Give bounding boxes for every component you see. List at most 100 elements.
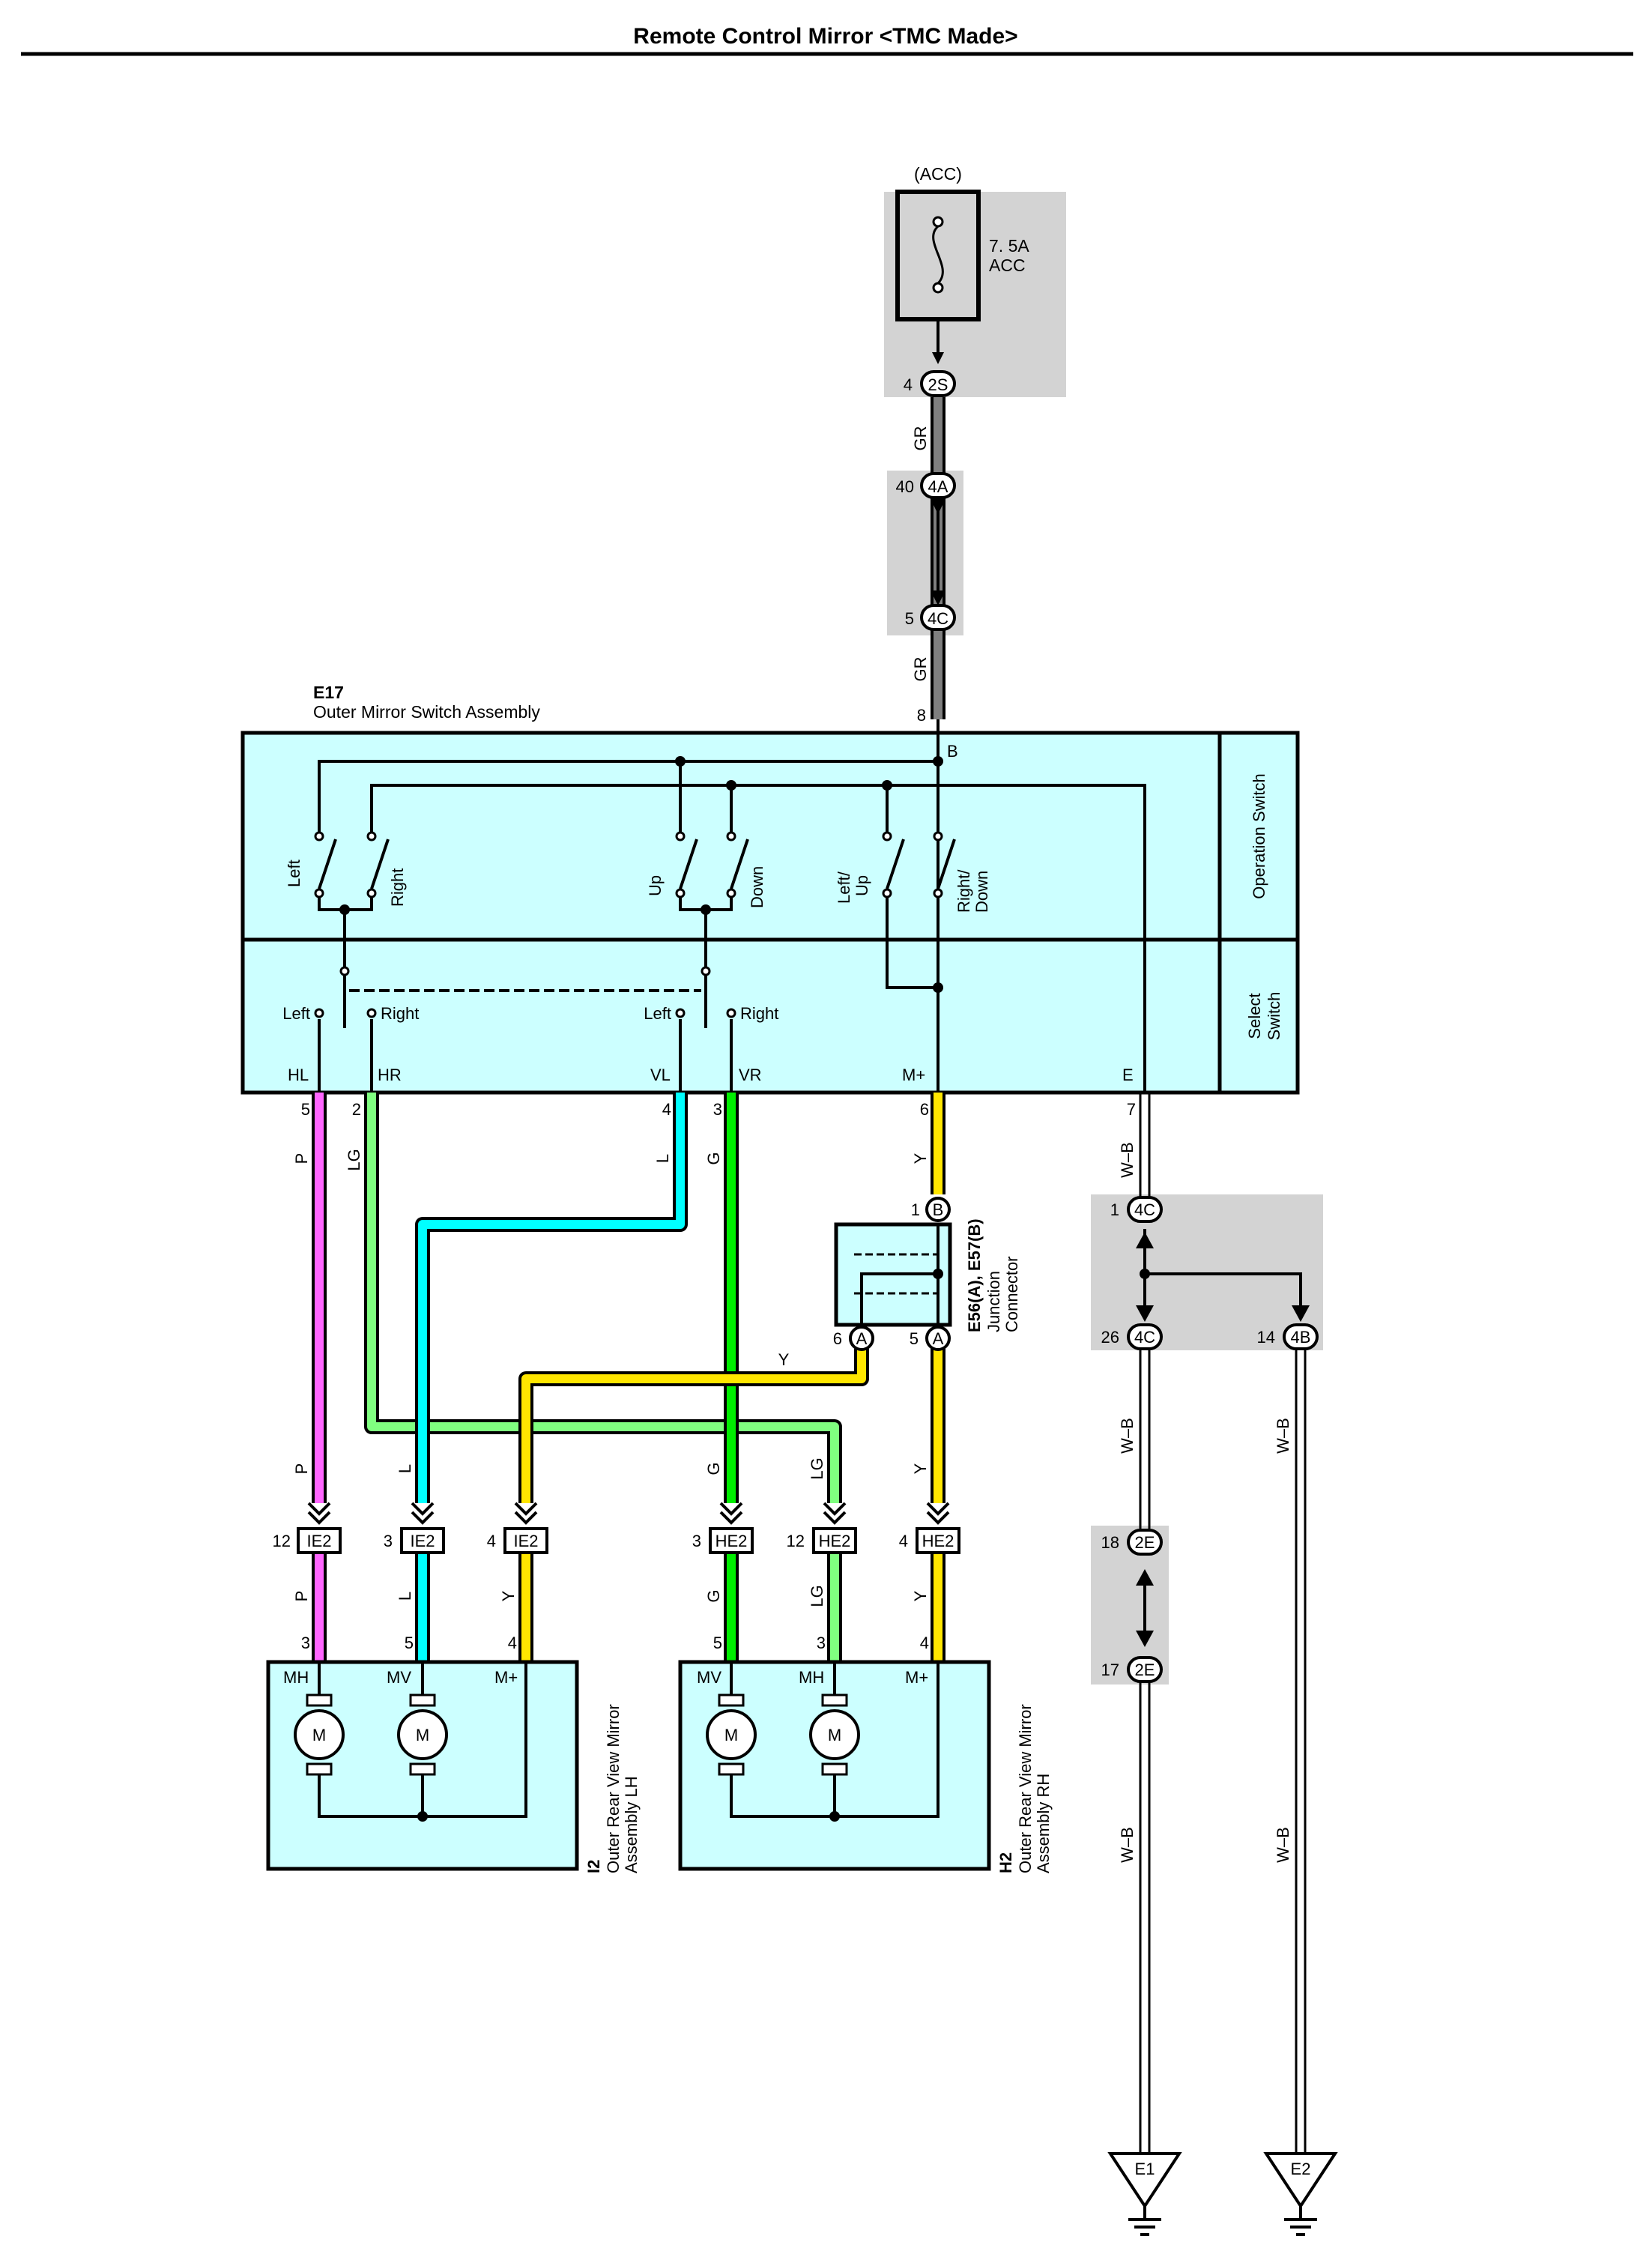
mirror-rh-code: H2	[996, 1852, 1015, 1873]
svg-text:M: M	[416, 1726, 429, 1744]
pin-m-plus: 6	[920, 1100, 929, 1119]
junction-connector-code: E56(A), E57(B)	[965, 1218, 984, 1332]
wire-y	[518, 1093, 945, 1662]
svg-text:MH: MH	[799, 1668, 824, 1687]
mirror-lh-name-2: Assembly LH	[622, 1776, 641, 1873]
svg-text:4: 4	[487, 1532, 496, 1550]
svg-text:E1: E1	[1135, 2160, 1155, 2178]
svg-text:5: 5	[905, 609, 914, 628]
terminal-hr: HR	[378, 1066, 402, 1084]
svg-text:M+: M+	[905, 1668, 928, 1687]
fuse-element	[932, 225, 944, 285]
wire-label-y-4: Y	[499, 1590, 518, 1601]
connectors-ie2: IE2 IE2 IE2 12 3 4	[273, 1502, 548, 1554]
op-right-down-label-2: Down	[972, 871, 991, 913]
wire-label-y-3: Y	[911, 1463, 930, 1474]
wire-label-p-3: P	[292, 1591, 311, 1602]
mirror-lh-code: I2	[584, 1860, 603, 1873]
sel-right-label-1: Right	[381, 1004, 419, 1023]
wire-label-p-2: P	[292, 1463, 311, 1475]
svg-text:18: 18	[1101, 1533, 1119, 1552]
op-left-up-label-2: Up	[853, 875, 871, 896]
svg-text:26: 26	[1101, 1328, 1119, 1347]
wire-label-y-2: Y	[778, 1350, 790, 1369]
motor-icon	[706, 1709, 757, 1760]
terminal-vl: VL	[650, 1066, 671, 1084]
wire-label-wb-3: W–B	[1274, 1418, 1292, 1454]
svg-text:4A: 4A	[928, 477, 948, 496]
svg-text:14: 14	[1257, 1328, 1275, 1347]
connectors-he2: HE2 HE2 HE2 3 12 4	[692, 1502, 960, 1554]
connector-2e-top: 2E 18	[1101, 1529, 1163, 1556]
connector-4c-out: 4C 26	[1101, 1323, 1163, 1350]
fuse-rating: 7. 5A	[989, 236, 1029, 256]
svg-text:2E: 2E	[1135, 1533, 1155, 1552]
sel-right-label-2: Right	[740, 1004, 778, 1023]
mirror-rh-name-2: Assembly RH	[1034, 1774, 1053, 1873]
svg-text:1: 1	[1110, 1200, 1119, 1219]
svg-text:3: 3	[384, 1532, 393, 1550]
svg-text:HE2: HE2	[715, 1532, 748, 1550]
svg-text:M: M	[724, 1726, 738, 1744]
wire-label-wb-1: W–B	[1118, 1142, 1137, 1178]
wire-label-wb-2: W–B	[1118, 1418, 1137, 1454]
mirror-rh-pin-mh: 3	[817, 1634, 826, 1652]
mirror-lh-pin-mplus: 4	[508, 1634, 517, 1652]
wire-label-y-5: Y	[911, 1590, 930, 1601]
pin-vr: 3	[713, 1100, 722, 1119]
sel-left-label-2: Left	[644, 1004, 671, 1023]
svg-text:MH: MH	[283, 1668, 309, 1687]
mirror-lh-pin-mv: 5	[405, 1634, 414, 1652]
svg-text:4C: 4C	[1134, 1328, 1155, 1347]
svg-text:5: 5	[910, 1329, 919, 1348]
ground-e1: E1	[1107, 2152, 1182, 2236]
select-switch-label: SelectSwitch	[1245, 992, 1283, 1041]
fuse-name: ACC	[989, 256, 1026, 275]
wire-label-l-1: L	[653, 1154, 672, 1163]
connector-4c-in: 4C 1	[1110, 1196, 1163, 1223]
svg-text:4B: 4B	[1291, 1328, 1311, 1347]
svg-text:12: 12	[787, 1532, 805, 1550]
wire-label-wb-5: W–B	[1274, 1827, 1292, 1863]
connector-2e-bottom: 2E 17	[1101, 1656, 1163, 1683]
pin-hr: 2	[352, 1100, 361, 1119]
svg-text:1: 1	[911, 1200, 920, 1219]
op-up-label: Up	[646, 875, 665, 896]
wire-label-lg-2: LG	[808, 1457, 826, 1479]
terminal-hl: HL	[288, 1066, 309, 1084]
svg-text:M+: M+	[494, 1668, 518, 1687]
page-title: Remote Control Mirror <TMC Made>	[633, 24, 1017, 49]
svg-text:M: M	[312, 1726, 326, 1744]
wire-label-wb-4: W–B	[1118, 1827, 1137, 1863]
wire-label-l-3: L	[396, 1592, 414, 1601]
mirror-lh-name: Outer Rear View Mirror	[604, 1704, 623, 1873]
wire-lg	[364, 1093, 842, 1662]
wire-label-gr-1: GR	[911, 426, 930, 451]
svg-text:40: 40	[896, 477, 914, 496]
svg-text:4: 4	[899, 1532, 908, 1550]
op-left-label: Left	[285, 859, 303, 887]
wb-split-node	[1140, 1269, 1150, 1279]
op-left-up-label: Left/	[835, 871, 853, 904]
terminal-m-plus: M+	[902, 1066, 925, 1084]
svg-text:6: 6	[833, 1329, 842, 1348]
svg-text:IE2: IE2	[513, 1532, 538, 1550]
svg-text:IE2: IE2	[306, 1532, 331, 1550]
wire-label-lg-1: LG	[345, 1149, 363, 1170]
pin-e: 7	[1127, 1100, 1136, 1119]
svg-text:IE2: IE2	[410, 1532, 435, 1550]
connector-4b: 4B 14	[1257, 1323, 1319, 1350]
mirror-lh: M M MH MV M+	[266, 1660, 579, 1871]
wire-label-g-3: G	[704, 1589, 723, 1602]
switch-contacts	[314, 831, 943, 1018]
wire-label-lg-3: LG	[808, 1585, 826, 1607]
wire-label-g-1: G	[704, 1152, 723, 1164]
connector-2s: 2S 4	[904, 352, 956, 397]
mirror-rh-pin-mv: 5	[713, 1634, 722, 1652]
svg-text:HE2: HE2	[922, 1532, 954, 1550]
svg-text:17: 17	[1101, 1661, 1119, 1679]
switch-assembly-name: Outer Mirror Switch Assembly	[313, 702, 540, 722]
op-right-label: Right	[388, 868, 407, 907]
wire-label-g-2: G	[704, 1462, 723, 1475]
wb-arrows	[1136, 1232, 1310, 1647]
